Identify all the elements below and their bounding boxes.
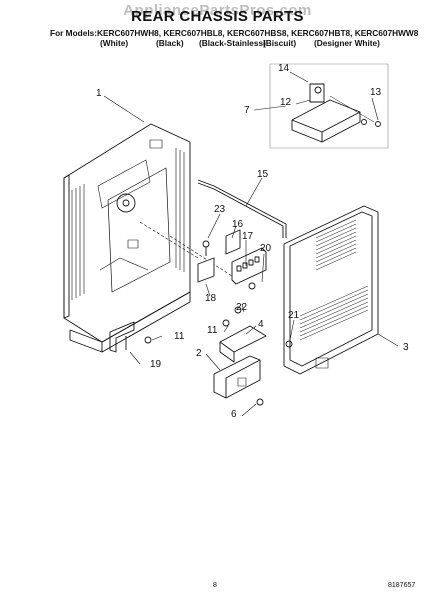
rear-chassis-panel (63, 123, 233, 353)
small-bracket (197, 240, 215, 283)
callout-11-left: 11 (174, 331, 185, 342)
screws (144, 282, 293, 406)
callout-2: 2 (196, 348, 202, 359)
variant-label-black: (Black) (156, 38, 184, 48)
bracket-part-4 (219, 325, 267, 363)
variant-label-black-stainless: (Black-Stainless) (199, 38, 266, 48)
lower-left-bracket (109, 321, 135, 353)
callout-16: 16 (232, 219, 244, 230)
variant-label-designer-white: (Designer White) (314, 38, 380, 48)
callout-15: 15 (257, 169, 269, 180)
callout-17: 17 (242, 231, 254, 242)
leader-lines (103, 71, 399, 417)
variant-label-biscuit: (Biscuit) (263, 38, 297, 48)
callout-19: 19 (150, 359, 162, 370)
callout-7: 7 (244, 105, 250, 116)
bracket-part-2 (213, 355, 261, 399)
document-number: 8187657 (388, 582, 416, 589)
callout-23: 23 (214, 204, 226, 215)
inset-detail (269, 63, 389, 149)
callout-6: 6 (231, 409, 237, 420)
callout-21: 21 (288, 310, 300, 321)
callout-11-center: 11 (207, 325, 218, 336)
callout-22: 22 (236, 302, 248, 313)
page-title: REAR CHASSIS PARTS (131, 8, 304, 25)
callout-13: 13 (370, 87, 382, 98)
rod-part (197, 179, 287, 238)
page-number: 8 (213, 582, 217, 589)
variant-label-white: (White) (100, 38, 129, 48)
callout-1: 1 (96, 88, 102, 99)
callout-4: 4 (258, 319, 264, 330)
callout-12: 12 (280, 97, 292, 108)
callout-20: 20 (260, 243, 272, 254)
models-line: For Models:KERC607HWH8, KERC607HBL8, KER… (50, 28, 419, 38)
terminal-block (225, 229, 267, 285)
callout-14: 14 (278, 63, 290, 74)
rear-cover-panel (283, 205, 379, 375)
callout-18: 18 (205, 293, 217, 304)
watermark: AppliancePartsPros.com (123, 2, 312, 19)
callout-3: 3 (403, 342, 409, 353)
